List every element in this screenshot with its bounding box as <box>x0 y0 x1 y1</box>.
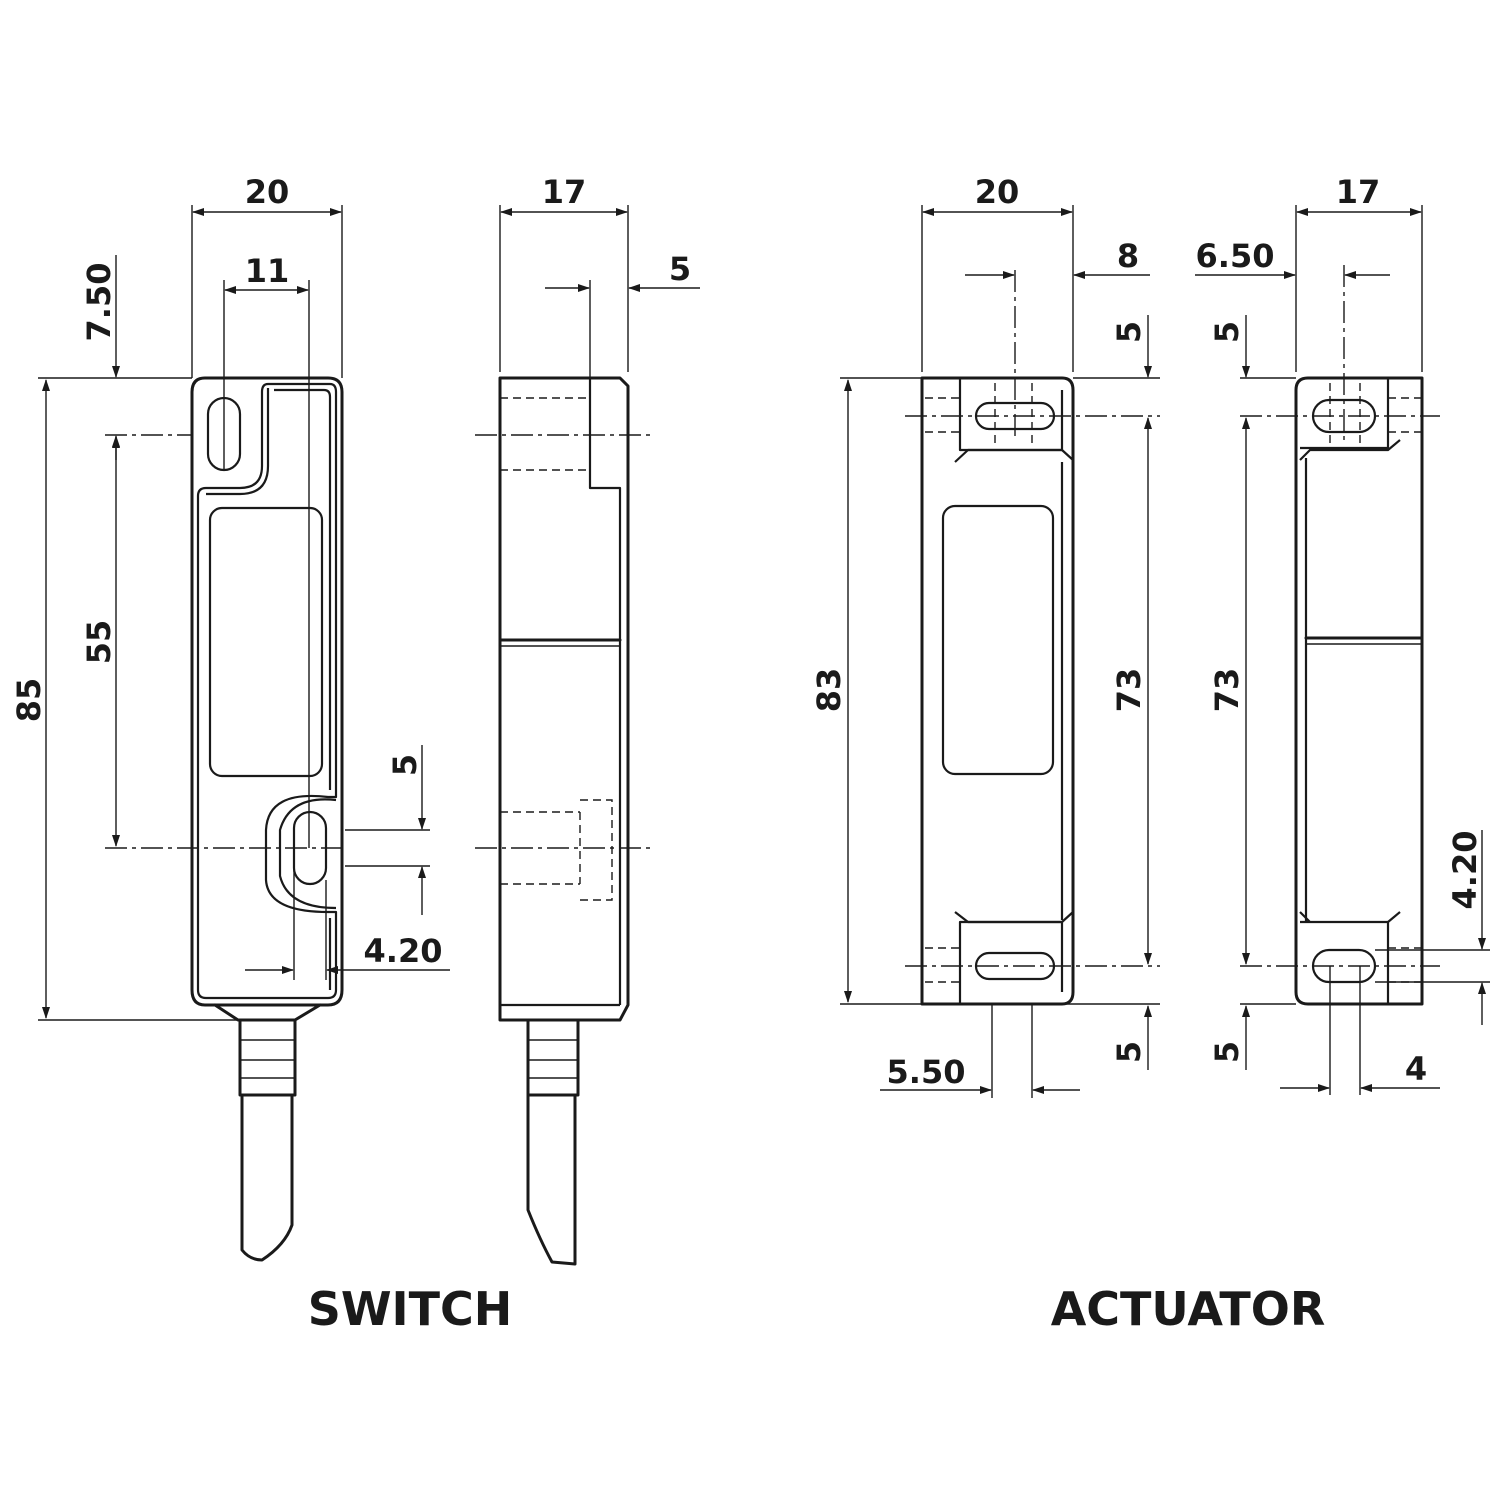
actuator-front-dimensions: 20 8 83 5 73 5 5.50 <box>810 173 1160 1098</box>
dim-actuator-side-hole-pitch: 73 <box>1208 668 1246 713</box>
dim-actuator-hole-offset: 8 <box>1117 237 1139 275</box>
dim-actuator-width: 20 <box>975 173 1020 211</box>
actuator-side-dimensions: 17 6.50 5 73 5 4.20 4 <box>1195 173 1490 1095</box>
dim-actuator-side-top-margin: 5 <box>1208 321 1246 343</box>
dim-switch-slot-width: 4.20 <box>364 932 443 970</box>
dim-actuator-bottom-margin: 5 <box>1110 1041 1148 1063</box>
switch-side-view <box>475 376 650 1266</box>
switch-front-dimensions: 20 11 85 7.50 55 5 4.20 <box>10 173 450 1021</box>
dim-switch-hole-pitch: 55 <box>80 620 118 665</box>
dim-actuator-side-slot-width: 4.20 <box>1446 831 1484 910</box>
dim-actuator-side-width: 17 <box>1336 173 1381 211</box>
dim-actuator-top-margin: 5 <box>1110 321 1148 343</box>
actuator-side-view <box>1240 265 1440 1006</box>
actuator-title: ACTUATOR <box>1051 1282 1326 1336</box>
switch-front-view <box>105 376 345 1262</box>
actuator-front-view <box>905 270 1160 1006</box>
dim-actuator-slot-length: 5.50 <box>887 1053 966 1091</box>
dim-switch-hole-width: 11 <box>245 252 290 290</box>
dim-switch-side-step: 5 <box>669 250 691 288</box>
dim-switch-length: 85 <box>10 678 48 723</box>
dim-actuator-side-bottom-margin: 5 <box>1208 1041 1246 1063</box>
switch-side-dimensions: 17 5 <box>499 173 700 378</box>
dim-actuator-length: 83 <box>810 668 848 713</box>
dim-switch-side-width: 17 <box>542 173 587 211</box>
dim-switch-top-offset: 7.50 <box>80 263 118 342</box>
dim-switch-slot-length: 5 <box>386 754 424 776</box>
dim-actuator-side-slot-length: 4 <box>1405 1050 1427 1088</box>
switch-title: SWITCH <box>308 1282 513 1336</box>
dim-actuator-hole-pitch: 73 <box>1110 668 1148 713</box>
dim-switch-width: 20 <box>245 173 290 211</box>
dim-actuator-side-hole-offset: 6.50 <box>1196 237 1275 275</box>
